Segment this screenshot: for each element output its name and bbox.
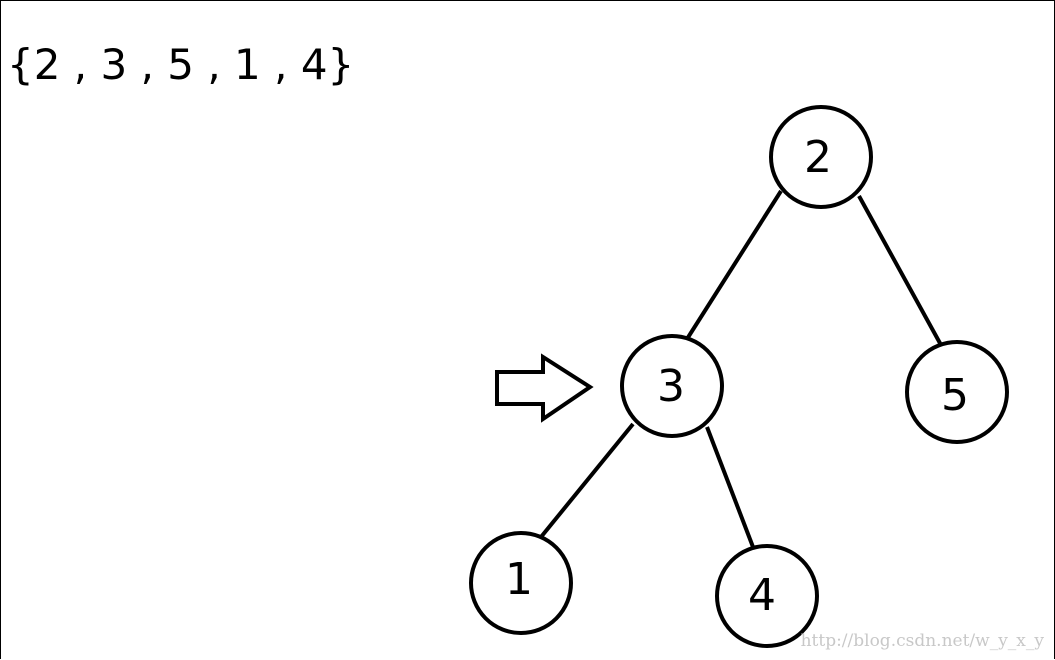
node-label: 5 <box>941 370 969 421</box>
sequence-text: {2 , 3 , 5 , 1 , 4} <box>7 40 355 89</box>
tree-node-4: 4 <box>715 544 819 648</box>
tree-node-1: 1 <box>469 531 573 635</box>
edge-3-4 <box>705 426 755 548</box>
node-label: 2 <box>804 132 832 183</box>
node-label: 3 <box>657 361 685 412</box>
node-label: 4 <box>748 570 776 621</box>
edge-2-5 <box>857 195 943 346</box>
edge-3-1 <box>539 422 635 539</box>
right-arrow-icon <box>495 353 594 423</box>
tree-node-2: 2 <box>769 105 873 209</box>
edge-2-3 <box>685 189 783 341</box>
tree-node-5: 5 <box>905 340 1009 444</box>
node-label: 1 <box>505 554 533 605</box>
tree-node-3: 3 <box>620 334 724 438</box>
watermark-text: http://blog.csdn.net/w_y_x_y <box>800 631 1044 651</box>
